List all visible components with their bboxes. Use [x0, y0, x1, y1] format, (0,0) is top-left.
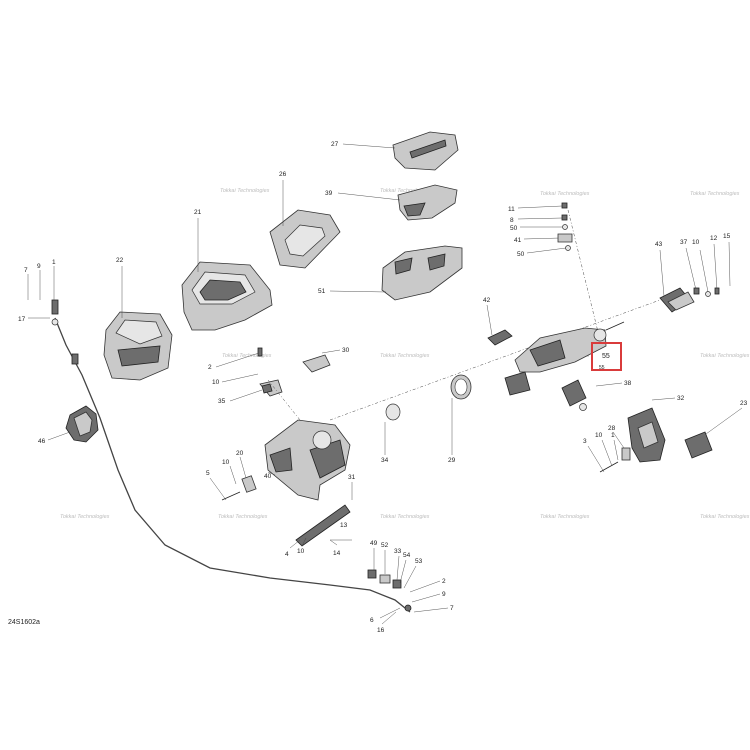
callout-10: 10	[297, 548, 305, 555]
callout-46: 46	[38, 438, 46, 445]
part-21-console: 21	[181, 209, 273, 331]
callout-16: 16	[377, 627, 385, 634]
callout-14: 14	[333, 550, 341, 557]
callout-9: 9	[442, 591, 446, 598]
callout-6: 6	[370, 617, 374, 624]
callout-37: 37	[680, 239, 688, 246]
callout-23: 23	[740, 400, 748, 407]
callout-10: 10	[692, 239, 700, 246]
left-cable-assembly: 7 9 1 17	[18, 259, 411, 613]
lower-fasteners: 20 5 10	[206, 450, 257, 501]
part-26-frame: 26	[269, 171, 341, 269]
highlight-box	[591, 342, 622, 371]
watermark: Tokkai Technologies	[540, 191, 590, 197]
callout-39: 39	[325, 190, 333, 197]
callout-35: 35	[218, 398, 226, 405]
callout-2: 2	[442, 578, 446, 585]
column-top-fasteners: 11 8 50 41 50	[508, 202, 573, 258]
callout-1: 1	[611, 432, 615, 439]
callout-30: 30	[342, 347, 350, 354]
bracket-group: 35 2 10 30	[208, 347, 350, 405]
drawing-number: 24S1602a	[8, 619, 40, 626]
callout-11: 11	[508, 206, 515, 213]
callout-5: 5	[206, 470, 210, 477]
callout-21: 21	[194, 209, 202, 216]
callout-15: 15	[723, 233, 731, 240]
part-22-tray: 22	[103, 257, 173, 381]
callout-43: 43	[655, 241, 663, 248]
callout-55-small: 55	[599, 365, 605, 371]
watermark: Tokkai Technologies	[220, 188, 270, 194]
watermark: Tokkai Technologies	[218, 514, 268, 520]
part-32-bracket: 32	[627, 395, 685, 463]
lever-cable-group: 31 13 14 4 10	[285, 474, 356, 558]
part-28-fasteners: 28 3 10 1	[583, 425, 631, 473]
callout-7: 7	[450, 605, 454, 612]
callout-3: 3	[583, 438, 587, 445]
part-40-column-housing: 40	[264, 419, 351, 501]
watermark: Tokkai Technologies	[540, 514, 590, 520]
callout-32: 32	[677, 395, 685, 402]
callout-34: 34	[381, 457, 389, 464]
watermark: Tokkai Technologies	[60, 514, 110, 520]
callout-17: 17	[18, 316, 26, 323]
callout-50: 50	[510, 225, 518, 232]
part-23-clip: 23	[684, 400, 748, 459]
steering-column-assembly: 42	[483, 297, 625, 396]
callout-41: 41	[514, 237, 522, 244]
callout-20: 20	[236, 450, 244, 457]
callout-9: 9	[37, 263, 41, 270]
callout-31: 31	[348, 474, 356, 481]
callout-10: 10	[595, 432, 603, 439]
callout-4: 4	[285, 551, 289, 558]
throttle-cable-end-group: 49 52 33 54 53	[367, 540, 423, 589]
callout-12: 12	[710, 235, 718, 242]
callout-26: 26	[279, 171, 287, 178]
part-46-boot: 46	[38, 405, 99, 445]
callout-27: 27	[331, 141, 339, 148]
callout-10: 10	[212, 379, 220, 386]
watermark: Tokkai Technologies	[690, 191, 740, 197]
callout-2: 2	[208, 364, 212, 371]
callout-28: 28	[608, 425, 616, 432]
callout-50: 50	[517, 251, 525, 258]
watermark: Tokkai Technologies	[380, 353, 430, 359]
callout-38: 38	[624, 380, 632, 387]
callout-54: 54	[403, 552, 411, 559]
callout-49: 49	[370, 540, 378, 547]
callout-40: 40	[264, 473, 272, 480]
callout-55: 55	[602, 353, 610, 360]
watermark: Tokkai Technologies	[222, 353, 272, 359]
callout-7: 7	[24, 267, 28, 274]
callout-8: 8	[510, 217, 514, 224]
right-grip-group: 43 37 10 12 15	[655, 233, 731, 313]
part-27-top-cover: 27	[331, 131, 459, 171]
watermark: Tokkai Technologies	[700, 514, 750, 520]
part-34-29-rings: 34 29	[381, 374, 472, 464]
callout-42: 42	[483, 297, 491, 304]
watermark: Tokkai Technologies	[380, 514, 430, 520]
cable-end-fasteners: 2 9 7 6 16	[370, 578, 454, 634]
callout-51: 51	[318, 288, 326, 295]
part-39-cover: 39	[325, 184, 458, 221]
assembly-axis-lines	[267, 209, 661, 421]
part-38-switch: 38	[561, 379, 632, 411]
callout-52: 52	[381, 542, 389, 549]
callout-13: 13	[340, 522, 348, 529]
callout-22: 22	[116, 257, 124, 264]
callout-1: 1	[52, 259, 56, 266]
callout-33: 33	[394, 548, 402, 555]
callout-29: 29	[448, 457, 456, 464]
watermark: Tokkai Technologies	[700, 353, 750, 359]
watermark: Tokkai Technologies	[380, 188, 430, 194]
callout-10: 10	[222, 459, 230, 466]
part-51-lower-cover: 51	[318, 245, 463, 301]
callout-53: 53	[415, 558, 423, 565]
highlighted-callout-55[interactable]: 55	[591, 342, 622, 371]
